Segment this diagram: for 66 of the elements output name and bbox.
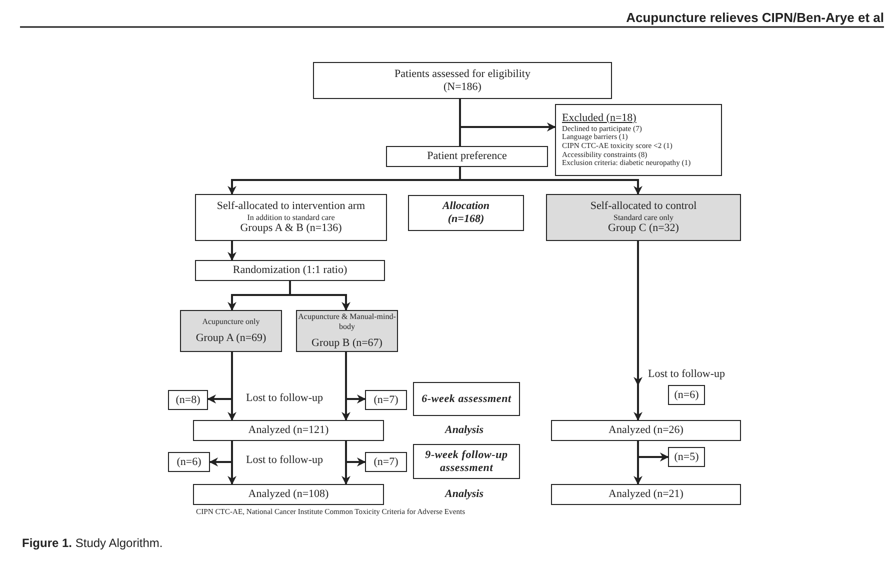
flowchart-box <box>668 385 705 405</box>
arrow <box>459 167 642 195</box>
box-text: Patient preference <box>427 150 507 163</box>
running-head: Acupuncture relieves CIPN/Ben-Arye et al <box>626 10 884 25</box>
box-text: Group C (n=32) <box>608 222 679 235</box>
figure-caption: Figure 1. Study Algorithm. <box>22 536 163 550</box>
flowchart-box <box>413 382 520 416</box>
flowchart-box <box>168 390 208 410</box>
box-heading: Excluded (n=18) <box>562 112 636 125</box>
arrow <box>228 441 236 485</box>
box-text: Analyzed (n=108) <box>248 488 329 501</box>
arrow <box>228 352 236 421</box>
box-text: 6-week assessment <box>422 392 512 406</box>
stage-label: Analysis <box>445 424 484 436</box>
flowchart-box <box>195 194 387 241</box>
box-text: Analyzed (n=26) <box>608 424 684 437</box>
flowchart-box <box>551 420 741 441</box>
box-text: Allocation <box>442 200 490 213</box>
box-text: (n=6) <box>674 388 699 402</box>
box-text: (n=7) <box>374 394 398 406</box>
annotation: Lost to follow-up <box>246 454 323 466</box>
box-text: Analyzed (n=21) <box>608 488 684 501</box>
box-text: Self-allocated to control <box>590 200 697 213</box>
box-text: (n=168) <box>448 213 484 226</box>
box-text: Self-allocated to intervention arm <box>216 200 366 213</box>
arrow <box>342 352 350 421</box>
box-text: (n=5) <box>674 450 699 464</box>
arrow <box>459 99 556 132</box>
annotation: Lost to follow-up <box>648 368 725 380</box>
box-text: (N=186) <box>444 80 482 94</box>
box-text: (n=7) <box>374 456 398 468</box>
flowchart-box <box>296 310 398 352</box>
box-text: Acupuncture & Manual-mind-body <box>297 312 397 331</box>
box-text: 9-week follow-up assessment <box>424 448 509 474</box>
flowchart-box <box>668 447 705 467</box>
flowchart-box <box>195 260 385 281</box>
flowchart-box <box>546 194 741 241</box>
flowchart-box <box>365 390 407 410</box>
flowchart-box <box>168 452 210 472</box>
box-text: Acupuncture only <box>202 317 260 326</box>
box-text: (n=6) <box>176 456 202 468</box>
box-text: In addition to standard care <box>247 212 335 222</box>
arrow <box>289 281 350 311</box>
box-text: Group B (n=67) <box>312 336 382 350</box>
arrow <box>634 441 642 485</box>
flowchart-box <box>193 420 384 441</box>
flowchart-box <box>551 484 741 505</box>
arrow <box>228 241 236 261</box>
box-text: Analyzed (n=121) <box>248 424 329 437</box>
arrow <box>342 441 350 485</box>
flowchart-box <box>313 62 612 99</box>
flowchart-box <box>413 444 520 479</box>
flowchart-box <box>386 146 548 167</box>
flowchart-box <box>193 484 384 505</box>
flowchart-box <box>365 452 407 472</box>
box-text: Standard care only <box>614 212 674 222</box>
box-text: Patients assessed for eligibility <box>394 68 530 80</box>
box-text: Randomization (1:1 ratio) <box>232 264 348 277</box>
flowchart-box <box>555 104 722 176</box>
box-text: Group A (n=69) <box>196 332 266 345</box>
flowchart-box <box>180 310 282 352</box>
annotation: Lost to follow-up <box>246 392 323 404</box>
box-text: (n=8) <box>176 394 200 406</box>
stage-label: Analysis <box>445 488 484 500</box>
flowchart-box <box>408 195 524 231</box>
box-text: Groups A & B (n=136) <box>240 222 342 235</box>
